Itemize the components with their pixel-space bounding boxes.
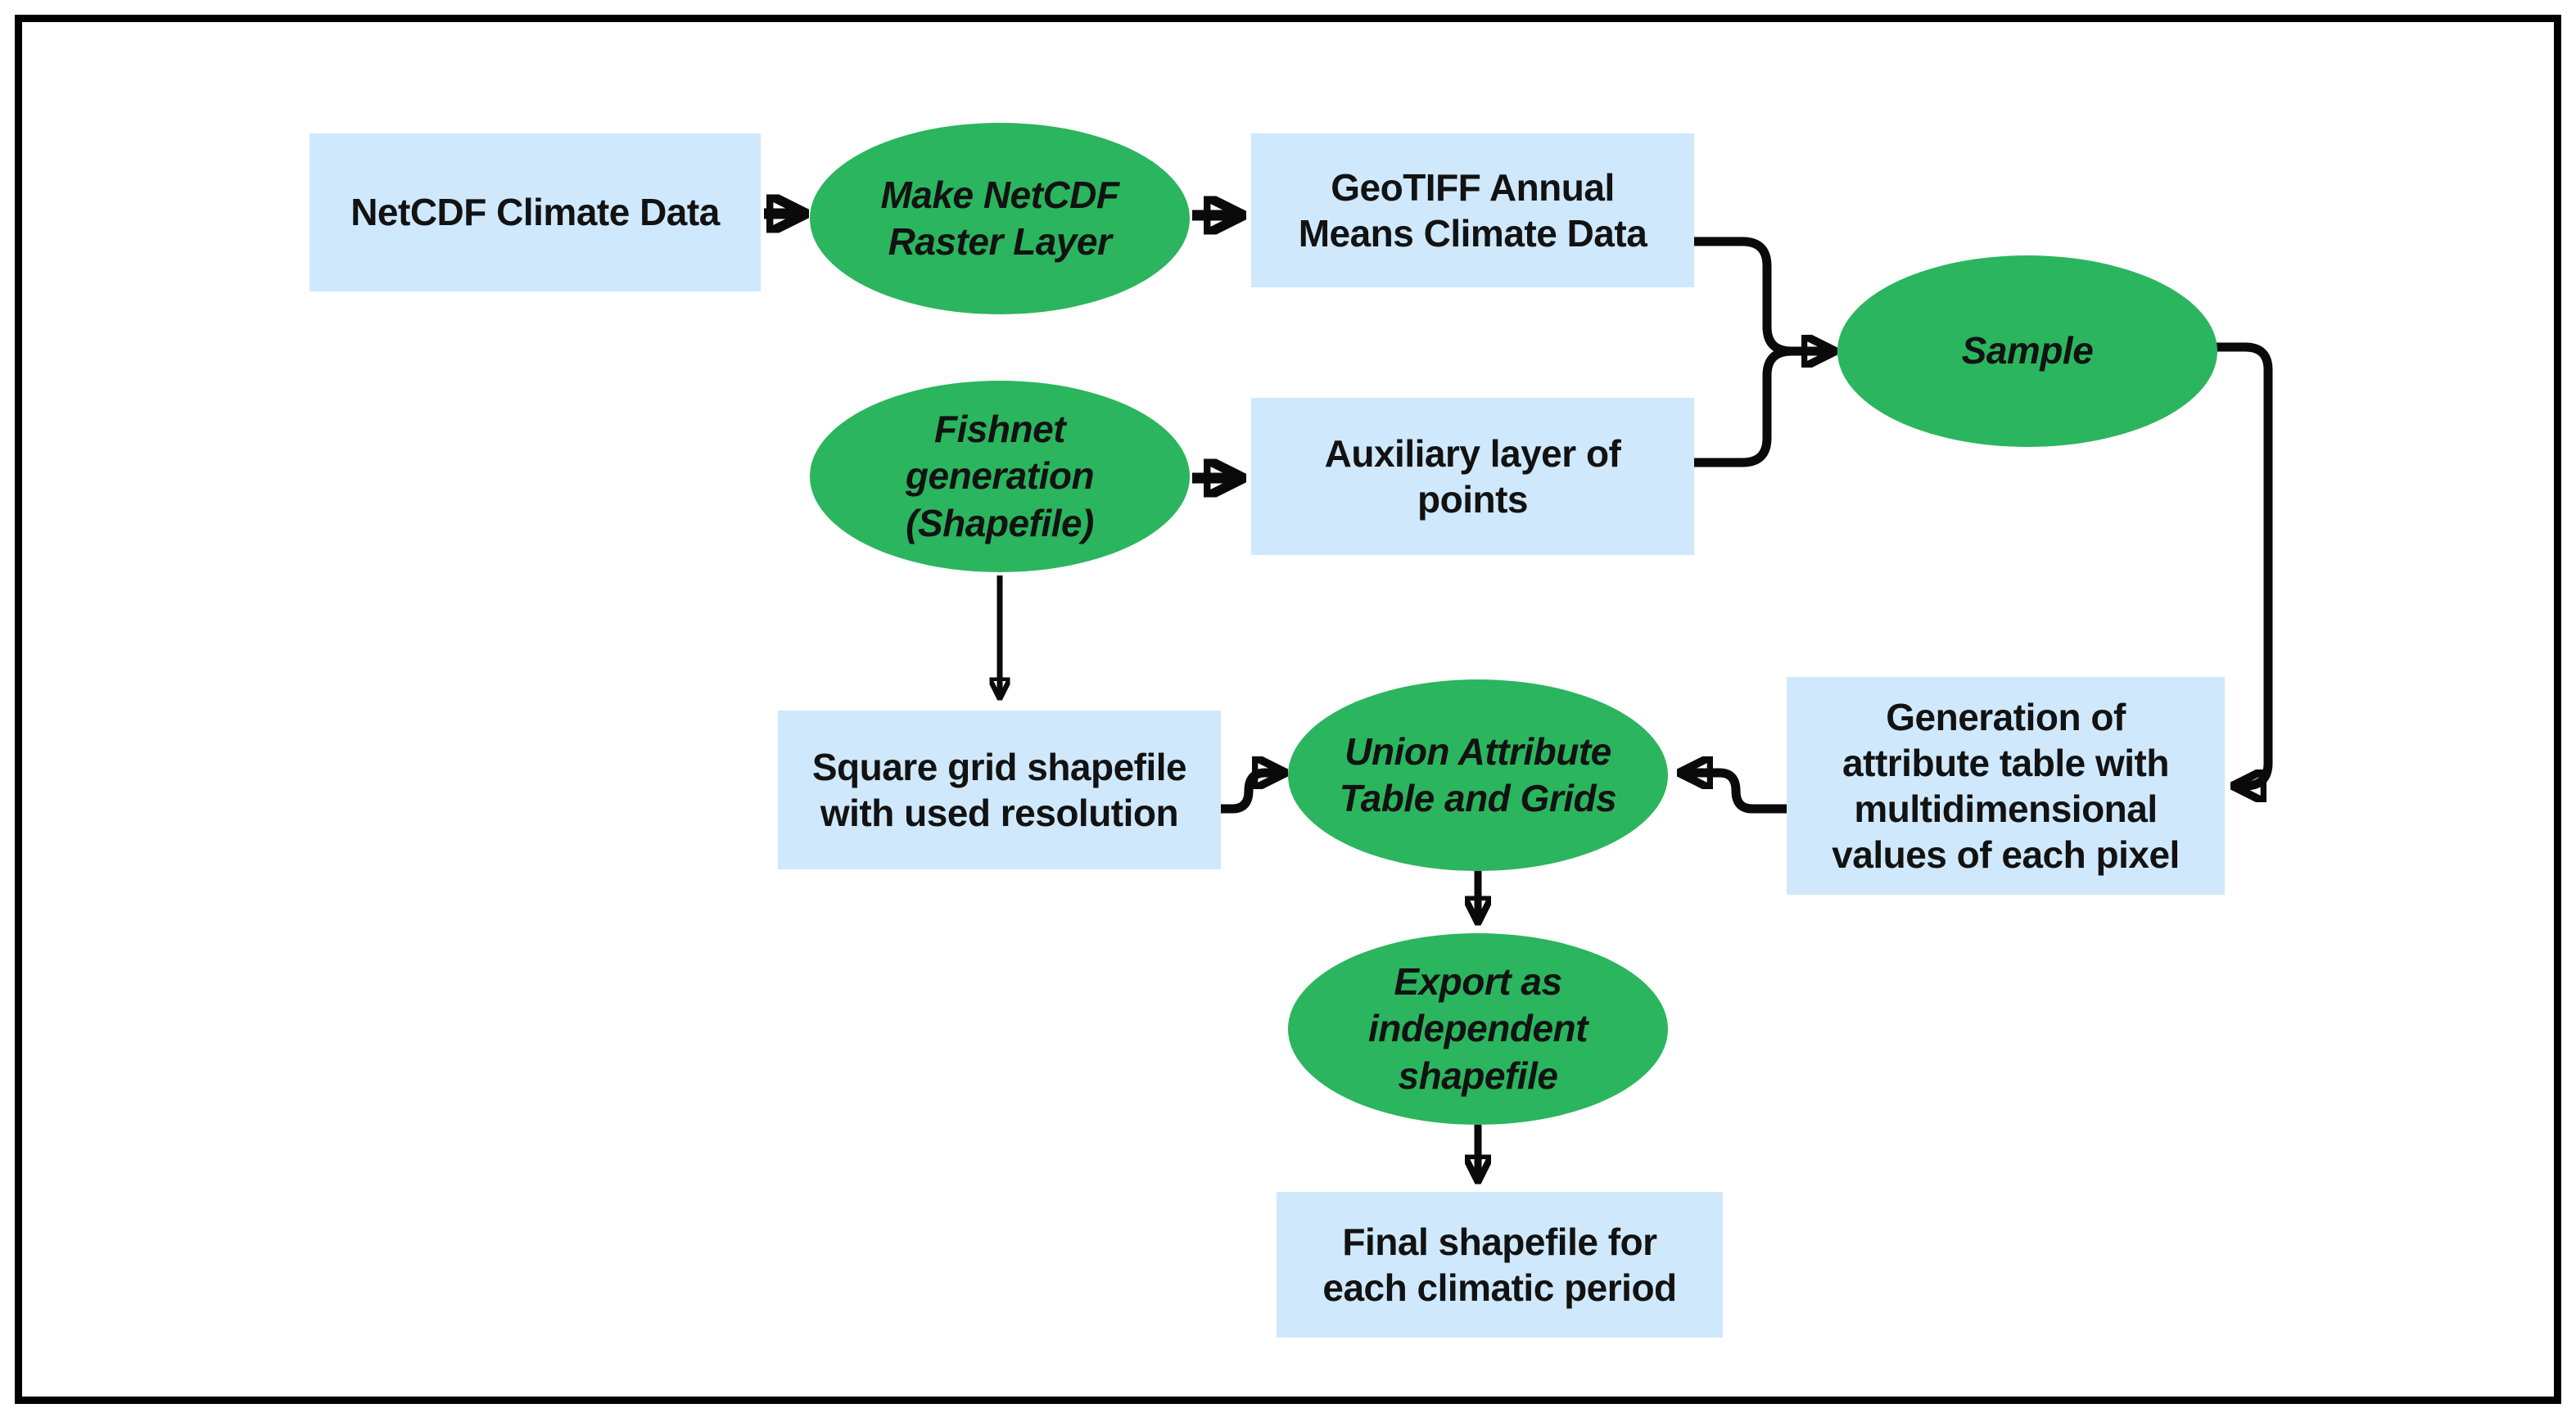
node-label: GeoTIFF Annual Means Climate Data [1298,165,1647,255]
connector-geotiff-to-junction [1694,237,1792,356]
node-sample: Sample [1837,255,2217,447]
node-label: Make NetCDF Raster Layer [880,173,1119,264]
arrow-generation-to-union [1685,773,1787,814]
node-label: Square grid shapefile with used resoluti… [811,745,1187,834]
node-netcdf-climate-data: NetCDF Climate Data [310,133,761,291]
node-label: Union Attribute Table and Grids [1339,729,1617,820]
node-label: Generation of attribute table with multi… [1832,695,2180,877]
node-fishnet-generation: Fishnet generation (Shapefile) [810,381,1190,572]
arrow-squaregrid-to-union [1221,773,1280,814]
node-label: Fishnet generation (Shapefile) [905,407,1095,544]
node-label: Final shapefile for each climatic period [1322,1220,1677,1309]
node-square-grid-shapefile: Square grid shapefile with used resoluti… [778,711,1221,869]
node-label: Auxiliary layer of points [1324,431,1621,521]
node-label: NetCDF Climate Data [350,191,720,234]
node-union-attribute-table-and-grids: Union Attribute Table and Grids [1288,679,1668,871]
node-auxiliary-layer-of-points: Auxiliary layer of points [1251,398,1694,555]
connector-auxiliary-to-junction [1694,346,1792,467]
node-geotiff-annual-means: GeoTIFF Annual Means Climate Data [1251,133,1694,287]
node-final-shapefile: Final shapefile for each climatic period [1277,1192,1723,1338]
node-label: Sample [1961,329,2094,372]
node-generation-of-attribute-table: Generation of attribute table with multi… [1787,677,2225,895]
node-label: Export as independent shapefile [1368,959,1588,1097]
node-make-netcdf-raster-layer: Make NetCDF Raster Layer [810,123,1190,314]
arrow-sample-to-generation [2214,342,2273,786]
node-export-as-independent-shapefile: Export as independent shapefile [1288,933,1668,1125]
